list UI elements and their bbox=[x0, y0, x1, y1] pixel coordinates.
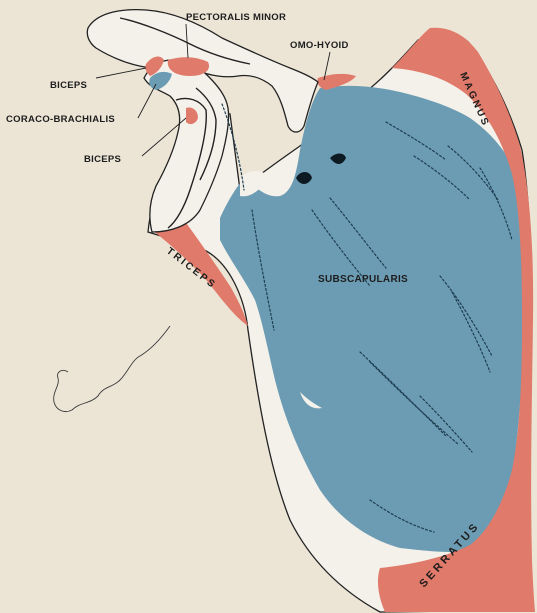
label-coraco-brachialis: CORACO-BRACHIALIS bbox=[6, 114, 115, 125]
label-biceps-upper: BICEPS bbox=[50, 80, 87, 91]
label-omo-hyoid: OMO-HYOID bbox=[290, 40, 349, 51]
label-biceps-lower: BICEPS bbox=[84, 154, 121, 165]
label-subscapularis: SUBSCAPULARIS bbox=[318, 274, 408, 285]
label-pectoralis-minor: PECTORALIS MINOR bbox=[186, 12, 286, 23]
